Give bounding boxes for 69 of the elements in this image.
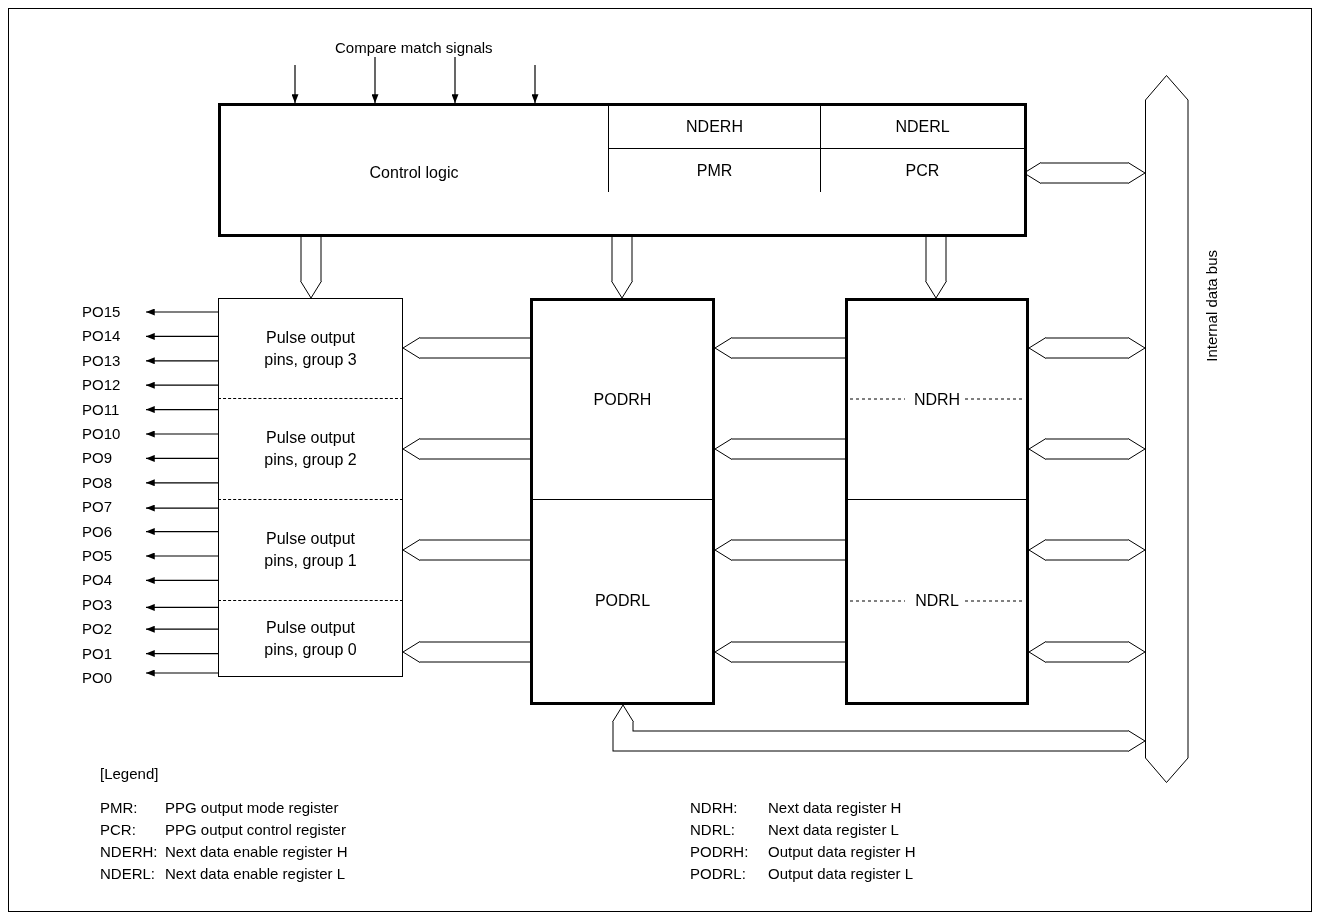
signal-arrow xyxy=(145,576,219,584)
pin-group-box: Pulse output pins, group 3 xyxy=(218,298,403,399)
pin-label: PO14 xyxy=(82,327,146,346)
register-cell: NDERH xyxy=(608,106,820,149)
pin-label: PO2 xyxy=(82,620,146,639)
signal-arrow xyxy=(145,625,219,633)
register-box: NDRH xyxy=(845,298,1029,500)
abbreviation: PODRH: xyxy=(690,843,749,861)
abbreviation: NDERL: xyxy=(100,865,155,883)
pin-label: PO10 xyxy=(82,425,146,443)
register-box: NDRL xyxy=(845,500,1029,705)
signal-arrow xyxy=(145,381,219,389)
signal-arrow xyxy=(145,430,219,438)
definition: Next data enable register H xyxy=(165,843,348,861)
bus-label: Internal data bus xyxy=(1203,250,1220,362)
definition: PPG output mode register xyxy=(165,799,339,817)
definition: Output data register H xyxy=(768,843,916,861)
signal-arrow xyxy=(145,332,219,340)
signal-arrow xyxy=(145,603,219,611)
abbreviation: NDRH: xyxy=(690,799,738,817)
signal-arrow xyxy=(145,479,219,487)
register-cell: PMR xyxy=(608,149,820,192)
signal-arrow xyxy=(145,406,219,414)
abbreviation: PODRL: xyxy=(690,865,746,883)
signal-arrow xyxy=(531,64,539,104)
pin-group-box: Pulse output pins, group 1 xyxy=(218,500,403,601)
signal-arrow xyxy=(371,56,379,104)
abbreviation: PMR: xyxy=(100,799,138,817)
pin-group-box: Pulse output pins, group 2 xyxy=(218,399,403,500)
pin-label: PO9 xyxy=(82,449,146,468)
pin-label: PO6 xyxy=(82,522,146,541)
pin-label: PO1 xyxy=(82,644,146,663)
signal-arrow xyxy=(145,504,219,512)
pin-label: PO11 xyxy=(82,400,146,419)
definition: Next data enable register L xyxy=(165,865,346,883)
definition: PPG output control register xyxy=(165,821,346,839)
pin-label: PO15 xyxy=(82,303,146,321)
signal-arrow xyxy=(145,669,219,677)
signal-arrow xyxy=(145,528,219,536)
register-cell: PCR xyxy=(820,149,1024,192)
register-box: PODRL xyxy=(530,500,715,705)
signal-arrow xyxy=(291,64,299,104)
legend-heading: [Legend] xyxy=(100,765,159,783)
pin-label: PO12 xyxy=(82,376,146,395)
abbreviation: NDERH: xyxy=(100,843,158,861)
pin-label: PO13 xyxy=(82,351,146,370)
pin-label: PO7 xyxy=(82,498,146,517)
pin-label: PO4 xyxy=(82,571,146,590)
pin-label: PO3 xyxy=(82,595,146,614)
block-label: Control logic xyxy=(369,164,459,182)
register-box: PODRH xyxy=(530,298,715,500)
signal-arrow xyxy=(145,552,219,560)
signal-arrow xyxy=(145,357,219,365)
definition: Output data register L xyxy=(768,865,914,883)
pin-label: PO5 xyxy=(82,547,146,565)
abbreviation: PCR: xyxy=(100,821,136,839)
pin-group-box: Pulse output pins, group 0 xyxy=(218,601,403,677)
register-cell: NDERL xyxy=(820,106,1024,149)
pin-label: PO8 xyxy=(82,473,146,492)
signal-caption: Compare match signals xyxy=(335,39,499,57)
pin-label: PO0 xyxy=(82,669,146,687)
logic-block xyxy=(218,103,1027,237)
signal-arrow xyxy=(145,308,219,316)
definition: Next data register H xyxy=(768,799,902,817)
signal-arrow xyxy=(145,454,219,462)
signal-arrow xyxy=(145,650,219,658)
signal-arrow xyxy=(451,56,459,104)
abbreviation: NDRL: xyxy=(690,821,735,839)
definition: Next data register L xyxy=(768,821,899,839)
